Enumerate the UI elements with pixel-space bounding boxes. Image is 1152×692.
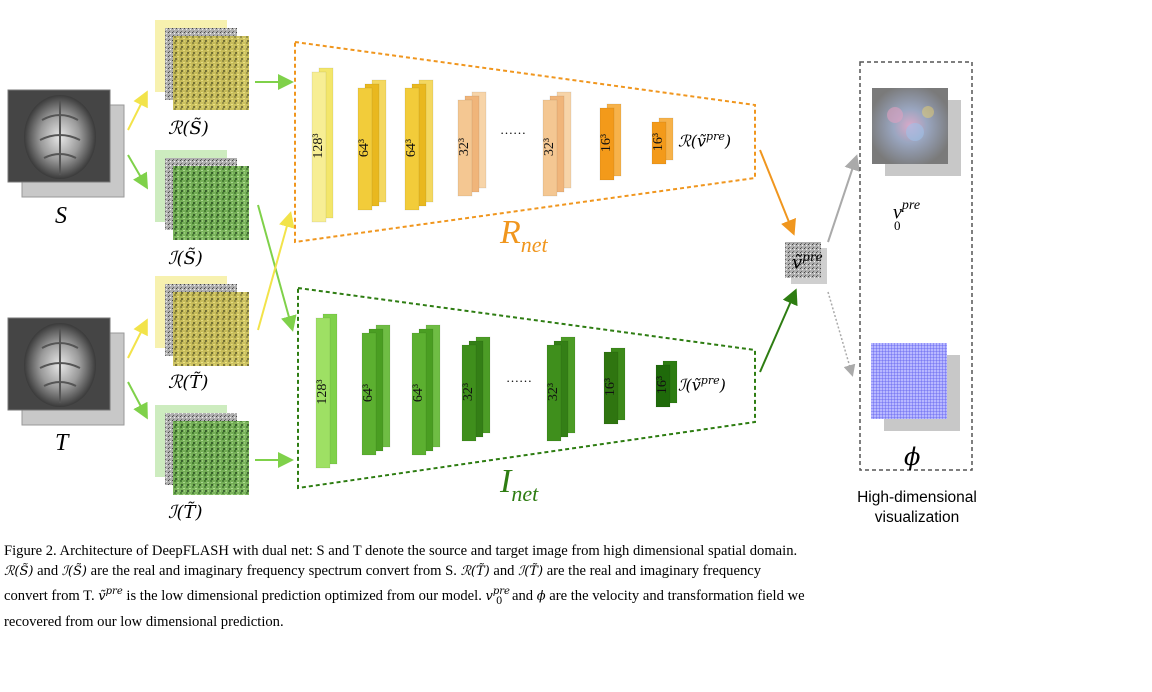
i-net-layer-dim-label: 64³ xyxy=(361,383,376,403)
r-output-label: ℛ(ṽpre) xyxy=(678,130,732,151)
label-real-t: ℛ(T̃) xyxy=(168,372,209,393)
imag-spectrum-t xyxy=(155,405,249,495)
i-ellipsis: …… xyxy=(506,370,532,385)
real-spectrum-s xyxy=(155,20,249,110)
source-image-s xyxy=(7,89,125,198)
i-net-layer-4 xyxy=(461,344,477,442)
v-tilde-label: ṽpre xyxy=(792,250,823,273)
r-net-label: Rnet xyxy=(500,214,548,257)
input-arrows xyxy=(127,74,297,468)
r-net-layer-1 xyxy=(311,71,327,223)
r-net-outline xyxy=(294,40,756,244)
i-net-layer-1 xyxy=(315,317,331,469)
i-net-layer-3 xyxy=(411,332,427,456)
i-net-layers xyxy=(315,313,678,469)
visualization-box xyxy=(859,61,973,471)
i-output-arrow xyxy=(759,288,798,373)
velocity-arrow xyxy=(827,154,860,243)
transformation-field xyxy=(871,343,960,431)
label-s: S xyxy=(55,203,67,229)
figure-caption: Figure 2. Architecture of DeepFLASH with… xyxy=(4,541,1014,632)
r-net-layers xyxy=(311,67,674,223)
i-net-layer-dim-label: 64³ xyxy=(411,383,426,403)
label-t: T xyxy=(55,430,69,456)
i-net-layer-6 xyxy=(603,351,619,425)
r-net-layer-6 xyxy=(599,107,615,181)
velocity-field xyxy=(872,88,961,176)
label-real-s: ℛ(S̃) xyxy=(168,118,209,139)
imag-spectrum-s xyxy=(155,150,249,240)
caption-line-1: Figure 2. Architecture of DeepFLASH with… xyxy=(4,543,798,559)
i-net-layer-dim-label: 32³ xyxy=(461,382,476,402)
i-net-layer-7 xyxy=(655,364,671,408)
target-image-t xyxy=(7,317,125,426)
r-net-layer-dim-label: 16³ xyxy=(651,132,666,152)
r-net-layer-7 xyxy=(651,121,667,165)
transform-arrow xyxy=(827,291,856,377)
i-net-layer-dim-label: 16³ xyxy=(655,375,670,395)
r-net-layer-dim-label: 16³ xyxy=(599,133,614,153)
i-net-layer-5 xyxy=(546,344,562,442)
r-ellipsis: …… xyxy=(500,122,526,137)
i-net-label: Inet xyxy=(500,463,539,506)
i-output-label: ℐ(ṽpre) xyxy=(678,374,726,395)
caption-line-4: recovered from our low dimensional predi… xyxy=(4,613,284,630)
r-net-layer-dim-label: 128³ xyxy=(311,133,326,159)
r-net-layer-2 xyxy=(357,87,373,211)
v0-label: vpre0 xyxy=(893,198,921,233)
r-output-arrow xyxy=(759,149,796,236)
i-net-outline xyxy=(297,286,756,490)
label-imag-s: ℐ(S̃) xyxy=(168,248,203,269)
phi-label: ϕ xyxy=(904,443,921,471)
r-net-layer-dim-label: 32³ xyxy=(457,137,472,157)
i-net-layer-dim-label: 32³ xyxy=(546,382,561,402)
r-net-layer-dim-label: 64³ xyxy=(404,138,419,158)
low-dim-prediction xyxy=(785,242,827,284)
r-net-layer-5 xyxy=(542,99,558,197)
r-net-layer-4 xyxy=(457,99,473,197)
label-imag-t: ℐ(T̃) xyxy=(168,502,203,523)
r-net-layer-dim-label: 32³ xyxy=(542,137,557,157)
caption-line-3: convert from T. ṽpre is the low dimensio… xyxy=(4,586,805,607)
i-net-layer-dim-label: 16³ xyxy=(603,377,618,397)
r-net-layer-3 xyxy=(404,87,420,211)
i-net-layer-dim-label: 128³ xyxy=(315,379,330,405)
real-spectrum-t xyxy=(155,276,249,366)
visualization-label: High-dimensional visualization xyxy=(857,489,977,526)
architecture-figure: S T ℛ(S̃) ℐ(S̃) ℛ(T̃) ℐ(T̃) …… …… ℛ(ṽpre… xyxy=(7,20,977,526)
r-net-layer-dim-label: 64³ xyxy=(357,138,372,158)
i-net-layer-2 xyxy=(361,332,377,456)
caption-line-2: ℛ(S̃) and ℐ(S̃) are the real and imagina… xyxy=(4,563,762,579)
architecture-diagram xyxy=(7,20,973,495)
